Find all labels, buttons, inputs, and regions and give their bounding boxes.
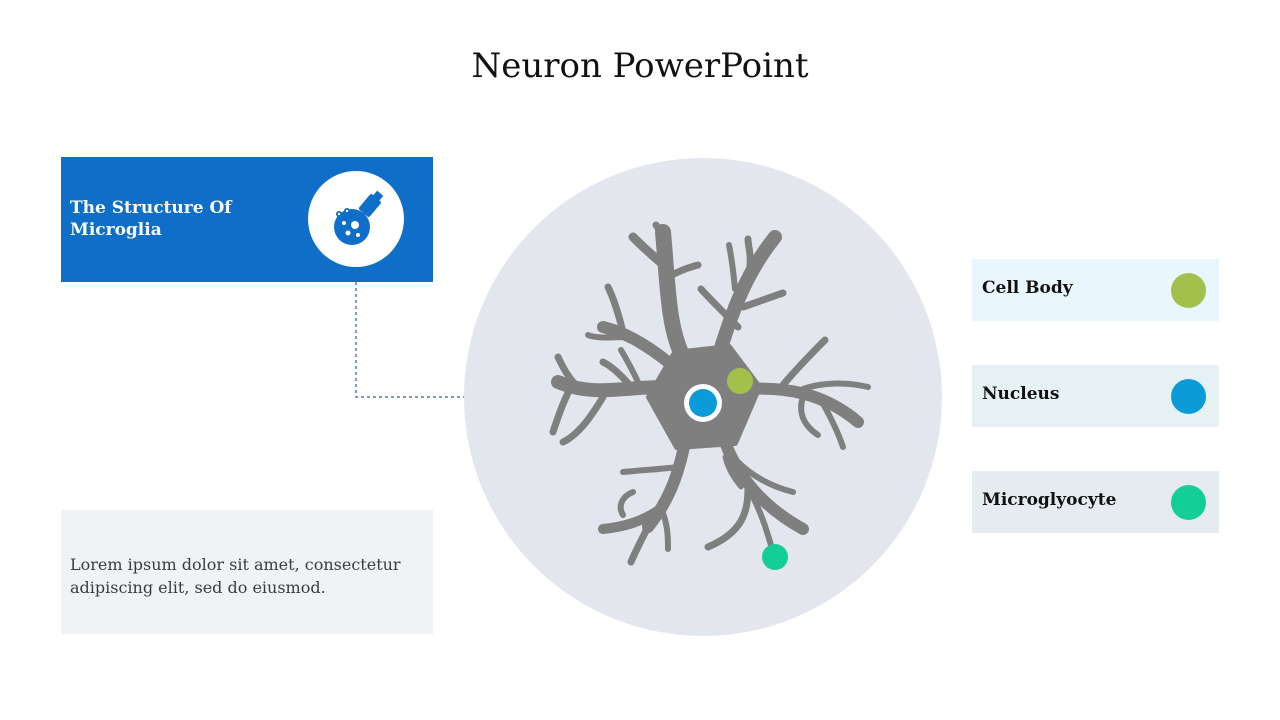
legend-dot (1171, 273, 1206, 308)
microscope-cell-icon (308, 171, 404, 267)
page-title: Neuron PowerPoint (471, 46, 809, 86)
description-box: Lorem ipsum dolor sit amet, consectetur … (61, 510, 433, 634)
microglyocyte-marker (762, 544, 788, 570)
legend-label: Microglyocyte (982, 490, 1117, 510)
neuron-diagram (463, 157, 943, 641)
legend-dot (1171, 379, 1206, 414)
legend-item-cell-body: Cell Body (972, 259, 1219, 321)
cell-body-marker (727, 368, 753, 394)
nucleus-marker (689, 389, 717, 417)
description-text: Lorem ipsum dolor sit amet, consectetur … (70, 555, 401, 597)
legend-dot (1171, 485, 1206, 520)
legend-item-microglyocyte: Microglyocyte (972, 471, 1219, 533)
structure-heading: The Structure Of Microglia (70, 198, 232, 240)
legend-item-nucleus: Nucleus (972, 365, 1219, 427)
legend-label: Nucleus (982, 384, 1060, 404)
neuron-cell-icon (549, 221, 871, 566)
structure-header-box: The Structure Of Microglia (61, 157, 433, 282)
legend-label: Cell Body (982, 278, 1073, 298)
